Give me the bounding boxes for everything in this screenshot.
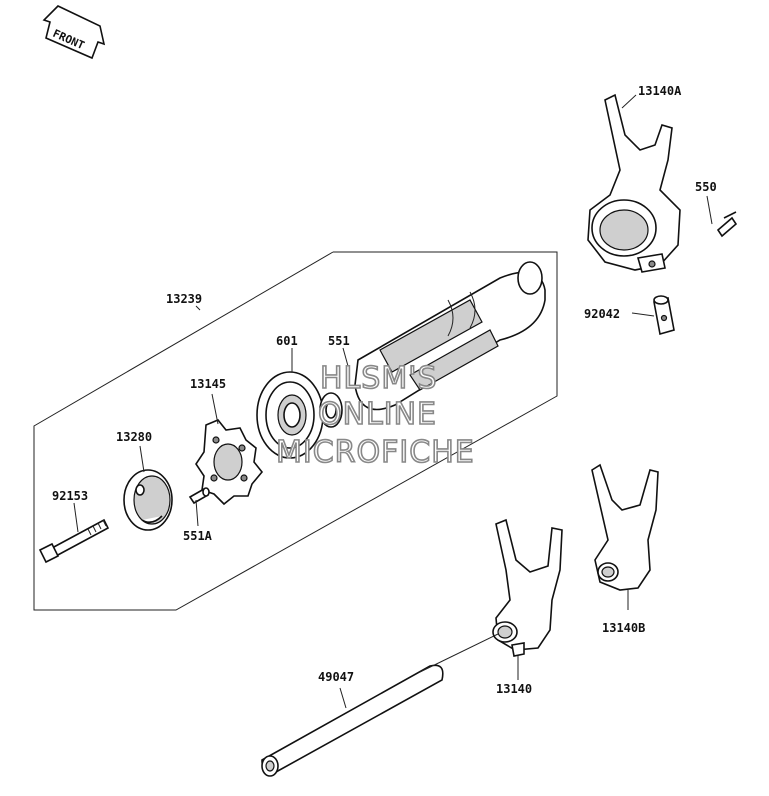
label-13140a: 13140A — [638, 84, 682, 98]
label-13140b: 13140B — [602, 621, 645, 635]
label-551: 551 — [328, 334, 350, 348]
label-92153: 92153 — [52, 489, 88, 503]
label-601: 601 — [276, 334, 298, 348]
bolt — [38, 518, 110, 564]
watermark-line2: ONLINE — [318, 397, 437, 432]
shift-fork-13140 — [492, 518, 563, 657]
star-gear — [195, 419, 264, 506]
label-13145: 13145 — [190, 377, 226, 391]
watermark: HLSM'S ONLINE MICROFICHE — [275, 360, 475, 471]
assembly-outline — [33, 251, 558, 611]
label-13280: 13280 — [116, 430, 152, 444]
shift-fork-13140b — [591, 463, 659, 591]
cam-plate — [123, 469, 173, 531]
watermark-line1: HLSM'S — [320, 361, 438, 396]
shift-fork-13140a — [587, 93, 681, 273]
label-551a: 551A — [183, 529, 213, 543]
drum-washer — [319, 392, 343, 428]
bearing — [256, 371, 324, 459]
label-92042: 92042 — [584, 307, 620, 321]
watermark-line3: MICROFICHE — [276, 435, 475, 470]
pin-551a — [188, 487, 210, 505]
label-49047: 49047 — [318, 670, 354, 684]
fork-shaft — [261, 664, 444, 777]
pin-550 — [716, 211, 738, 238]
label-13140: 13140 — [496, 682, 532, 696]
shift-drum — [354, 261, 546, 411]
label-550: 550 — [695, 180, 717, 194]
guide-pin-92042 — [653, 295, 675, 336]
front-arrow-icon: FRONT — [42, 5, 106, 60]
leader-lines — [73, 94, 713, 709]
label-13239: 13239 — [166, 292, 202, 306]
